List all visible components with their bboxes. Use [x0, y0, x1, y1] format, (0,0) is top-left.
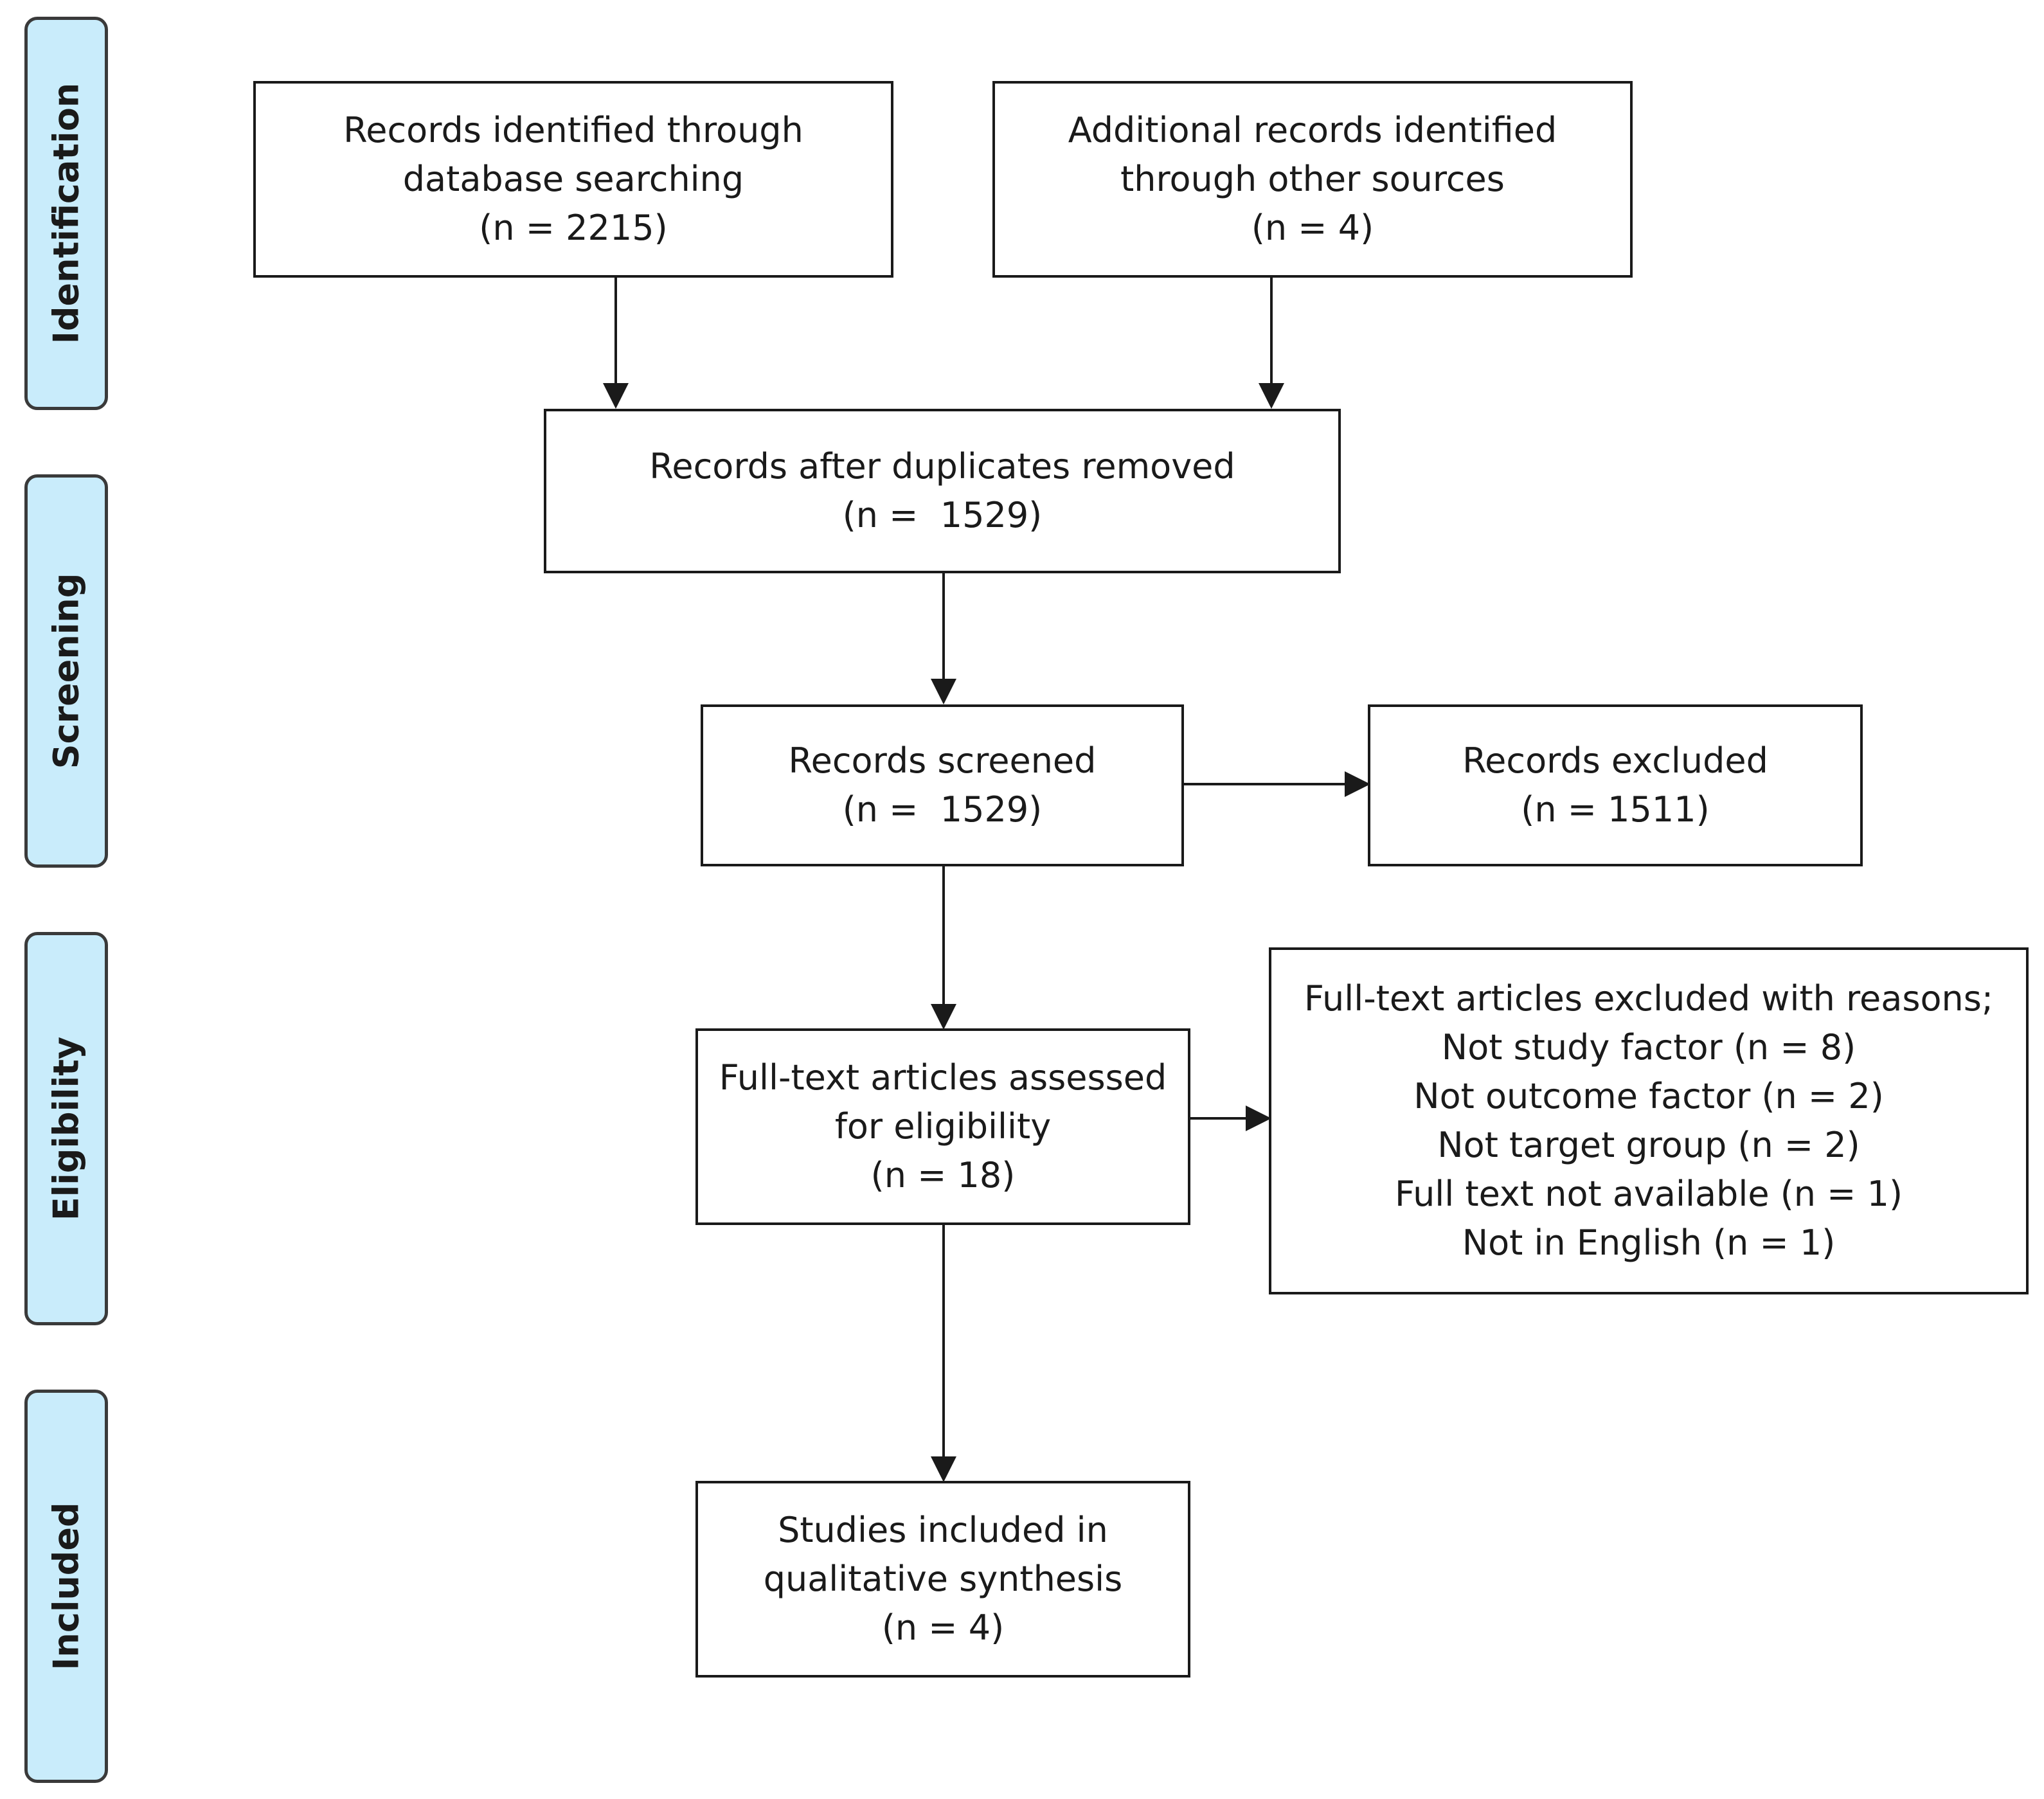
stage-eligibility: Eligibility: [24, 932, 108, 1325]
fulltext-count: (n = 18): [870, 1155, 1016, 1195]
box-records-excluded: Records excluded (n = 1511): [1368, 704, 1863, 866]
box-database-records: Records identified through database sear…: [253, 81, 893, 278]
excluded-line-1: Records excluded: [1462, 740, 1768, 781]
database-line-2: database searching: [402, 159, 744, 199]
stage-screening: Screening: [24, 474, 108, 868]
other-line-1: Additional records identified: [1068, 110, 1557, 150]
screened-line-1: Records screened: [788, 740, 1097, 781]
stage-identification: Identification: [24, 17, 108, 410]
reason-not-in-english: Not in English (n = 1): [1462, 1222, 1836, 1263]
box-other-sources: Additional records identified through ot…: [992, 81, 1633, 278]
stage-included: Included: [24, 1390, 108, 1783]
box-after-duplicates: Records after duplicates removed (n = 15…: [544, 409, 1341, 573]
fulltext-line-1: Full-text articles assessed: [719, 1057, 1167, 1098]
screened-count: (n = 1529): [842, 789, 1043, 830]
dedup-line-1: Records after duplicates removed: [649, 446, 1235, 487]
fulltext-line-2: for eligibility: [834, 1106, 1052, 1147]
dedup-count: (n = 1529): [842, 495, 1043, 535]
included-count: (n = 4): [881, 1607, 1005, 1648]
included-line-1: Studies included in: [778, 1510, 1108, 1550]
excluded-count: (n = 1511): [1521, 789, 1710, 830]
box-fulltext-excluded: Full-text articles excluded with reasons…: [1269, 947, 2029, 1294]
reason-not-target-group: Not target group (n = 2): [1437, 1125, 1860, 1165]
other-line-2: through other sources: [1120, 159, 1505, 199]
reason-full-text-unavailable: Full text not available (n = 1): [1394, 1174, 1903, 1214]
database-line-1: Records identified through: [343, 110, 803, 150]
box-fulltext-assessed: Full-text articles assessed for eligibil…: [695, 1028, 1190, 1225]
other-count: (n = 4): [1251, 208, 1374, 248]
reason-not-outcome-factor: Not outcome factor (n = 2): [1413, 1076, 1884, 1116]
database-count: (n = 2215): [479, 208, 668, 248]
box-studies-included: Studies included in qualitative synthesi…: [695, 1481, 1190, 1678]
fulltext-excluded-heading: Full-text articles excluded with reasons…: [1304, 978, 1994, 1019]
reason-not-study-factor: Not study factor (n = 8): [1441, 1027, 1856, 1068]
included-line-2: qualitative synthesis: [763, 1559, 1123, 1599]
box-records-screened: Records screened (n = 1529): [701, 704, 1184, 866]
